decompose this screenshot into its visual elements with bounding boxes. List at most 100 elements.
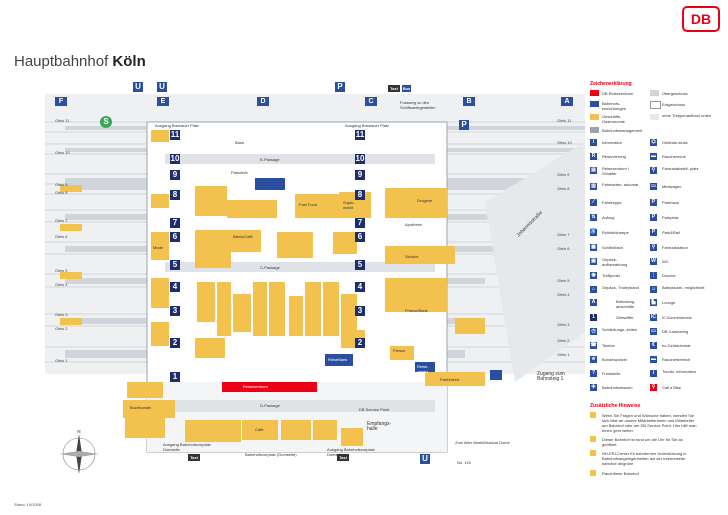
track-label: Gleis 3 [55, 312, 68, 317]
track-label: Gleis 8 [557, 186, 570, 191]
hint-line: Dieser Bahnhof ist rund um die Uhr für S… [602, 437, 683, 442]
legend-item: Dusche [662, 273, 676, 278]
ubahn-icon[interactable]: U [420, 454, 430, 464]
shop-block[interactable] [151, 130, 169, 142]
taxi-icon[interactable]: Taxi [388, 85, 400, 92]
shop-block[interactable] [242, 420, 278, 440]
shop-block[interactable] [281, 420, 311, 440]
hints-heading: Zusätzliche Hinweise [590, 403, 641, 409]
legend-item: Babywickel- möglichkeit [662, 285, 705, 290]
shop-block[interactable] [341, 294, 357, 336]
track-label: Gleis 5 [55, 268, 68, 273]
room-buchhandel: Buchhandel [130, 405, 152, 410]
shop-block[interactable] [289, 296, 303, 336]
legend-item: Gleisziffer [616, 315, 634, 320]
legend-item: Schließungs- zeiten [602, 327, 638, 332]
locker-icon: ▦ [590, 244, 597, 251]
hint-line: Wenn Sie Fragen und Wünsche haben, wende… [602, 413, 694, 418]
track-label: Gleis 10 [557, 140, 572, 145]
bus-icon[interactable]: Bus [402, 85, 411, 92]
shop-block[interactable] [60, 272, 82, 279]
section-a: A [561, 97, 573, 106]
exit-domseite-right[interactable]: Ausgang Bahnhofsvorplatz Domseite [327, 447, 375, 457]
db-logo: DB [682, 6, 720, 32]
exit-breslauer-left[interactable]: Ausgang Breslauer Platz [155, 123, 200, 128]
shop-block[interactable] [269, 282, 285, 336]
taxi-icon[interactable]: Taxi [188, 454, 200, 461]
shop-block[interactable] [390, 346, 414, 360]
legend-item: Aufzug [602, 215, 615, 220]
shop-block[interactable] [385, 188, 447, 218]
kiosk-icon: ⌬ [650, 139, 657, 146]
exit-breslauer-right[interactable]: Ausgang Breslauer Platz [345, 123, 390, 128]
atm-icon: € [650, 342, 657, 349]
platform-number: 8 [355, 190, 365, 200]
sbahn-icon[interactable]: S [100, 116, 112, 128]
shop-block[interactable] [227, 200, 277, 218]
track-number-icon: 1 [590, 314, 597, 321]
shop-block[interactable] [127, 382, 163, 398]
shop-block[interactable] [217, 282, 231, 336]
shop-block[interactable] [385, 246, 455, 264]
shop-block[interactable] [231, 230, 261, 252]
shop-block[interactable] [323, 282, 339, 336]
legend-item: Parkhaus [662, 200, 679, 205]
taxi-icon[interactable]: Taxi [337, 454, 349, 461]
shop-block[interactable] [195, 186, 227, 216]
shop-block[interactable] [313, 420, 337, 440]
shop-block[interactable] [295, 194, 339, 218]
exit-domseite-left[interactable]: Ausgang Bahnhofsvorplatz Domseite [163, 442, 211, 452]
legend-item: Tourist- information [662, 369, 697, 374]
shop-block[interactable] [125, 418, 165, 438]
title-prefix: Hauptbahnhof [14, 53, 109, 70]
shop-block[interactable] [233, 294, 251, 332]
room-bank: Bank [235, 140, 245, 145]
police-icon: ★ [590, 356, 597, 363]
room-empfangshalle: Empfangs- halle [367, 421, 392, 432]
platform-number: 5 [355, 260, 365, 270]
shop-block[interactable] [197, 282, 215, 322]
platform-number: 7 [355, 218, 365, 228]
section-icon: A [590, 299, 597, 306]
shop-block[interactable] [333, 232, 357, 254]
shop-block[interactable] [341, 428, 363, 446]
platform-number: 3 [170, 306, 180, 316]
shop-block[interactable] [151, 232, 169, 260]
ubahn-icon[interactable]: U [133, 82, 143, 92]
shop-block[interactable] [455, 318, 485, 334]
legend-item: Fahrradstation [662, 245, 688, 250]
exit-domseite-mid[interactable]: Bahnhofsvorplatz (Domseite) [245, 452, 297, 457]
legend-item: Call a Bike [662, 385, 682, 390]
shop-block[interactable] [60, 185, 82, 192]
platform-number: 11 [355, 130, 365, 140]
shop-block[interactable] [195, 338, 225, 358]
track-label: Gleis 9 [55, 182, 68, 187]
platform-number: 4 [355, 282, 365, 292]
shop-block[interactable] [151, 322, 169, 346]
legend-item: Fahrradabstell- platz [662, 166, 699, 171]
shop-block[interactable] [185, 420, 241, 442]
ubahn-icon[interactable]: U [157, 82, 167, 92]
shop-block[interactable] [305, 282, 321, 336]
hint-line: bahnhof.de/grüne [602, 461, 634, 466]
platform-number: 7 [170, 218, 180, 228]
wc-icon: W [650, 258, 657, 265]
platform-number: 6 [170, 232, 180, 242]
info-bullet-icon [590, 470, 596, 476]
shop-block[interactable] [277, 232, 313, 258]
shop-block[interactable] [385, 278, 447, 312]
legend-item: Bahnhofsmanagement [602, 128, 643, 133]
shop-block[interactable] [123, 400, 175, 418]
shop-block[interactable] [60, 318, 82, 325]
shop-block[interactable] [253, 282, 267, 336]
track-label: Gleis 4 [557, 292, 570, 297]
shop-block[interactable] [151, 194, 169, 208]
parking-icon[interactable]: P [335, 82, 345, 92]
shop-block[interactable] [195, 230, 231, 268]
shop-block[interactable] [60, 224, 82, 231]
station-map[interactable]: F E D C B A Gleis 11 Gleis 10 Gleis 9 Gl… [45, 82, 585, 470]
shop-block[interactable] [425, 372, 485, 386]
shop-block[interactable] [151, 278, 169, 308]
room-cafe: Café [255, 427, 264, 432]
parking-icon[interactable]: P [459, 120, 469, 130]
